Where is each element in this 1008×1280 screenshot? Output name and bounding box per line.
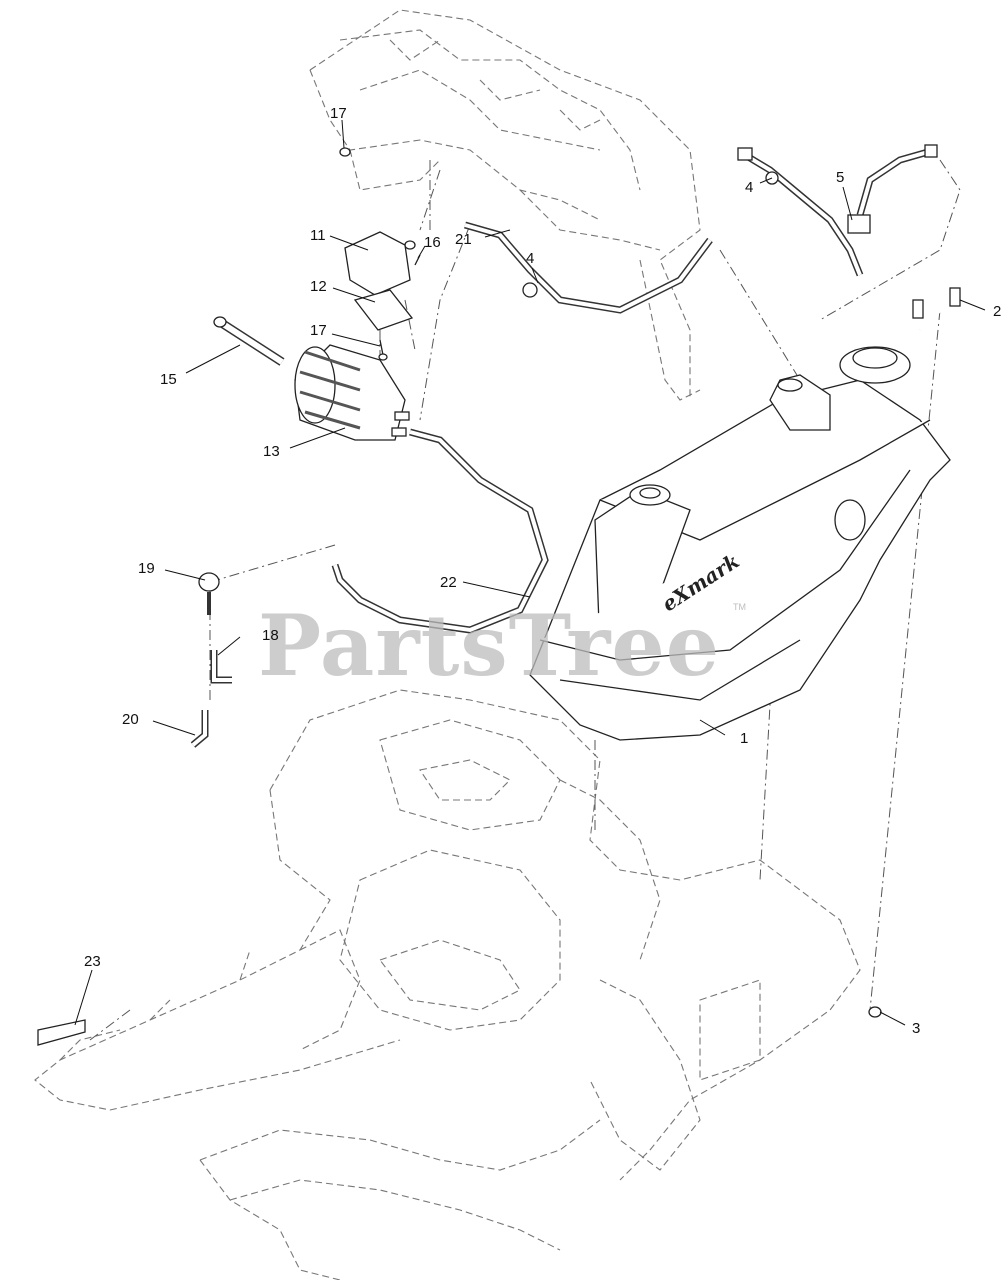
watermark-tm: TM [733, 602, 746, 612]
callout-4-top: 4 [745, 179, 753, 196]
callout-4-mid: 4 [526, 250, 534, 267]
filler-hose[interactable] [912, 254, 961, 331]
callout-11: 11 [310, 227, 326, 244]
upper-frame [309, 9, 701, 401]
callout-17-top: 17 [330, 105, 347, 122]
callout-19: 19 [138, 560, 155, 577]
callout-5: 5 [836, 169, 844, 186]
fittings[interactable] [190, 147, 882, 1018]
leader-lines [74, 119, 986, 1026]
callout-15: 15 [160, 371, 177, 388]
callout-13: 13 [263, 443, 280, 460]
callout-3: 3 [912, 1020, 920, 1037]
callout-23: 23 [84, 953, 101, 970]
callout-20: 20 [122, 711, 139, 728]
callout-1: 1 [740, 730, 748, 747]
pin-15[interactable] [213, 316, 285, 366]
fuel-tank[interactable]: eXmark [529, 346, 951, 741]
charcoal-canister[interactable] [294, 344, 410, 441]
callout-18: 18 [262, 627, 279, 644]
vent-hoses[interactable] [737, 144, 938, 277]
callout-21: 21 [455, 231, 472, 248]
lower-chassis [34, 689, 861, 1280]
callouts: 1 2 3 4 4 5 11 12 13 15 16 17 17 18 19 2… [84, 105, 1001, 1037]
callout-22: 22 [440, 574, 457, 591]
callout-12: 12 [310, 278, 327, 295]
callout-16: 16 [424, 234, 441, 251]
callout-2: 2 [993, 303, 1001, 320]
hose-22[interactable] [331, 428, 549, 634]
hose-21[interactable] [464, 221, 713, 314]
callout-17-mid: 17 [310, 322, 327, 339]
decal-23[interactable] [37, 1019, 86, 1046]
assembly-lines [89, 159, 961, 1041]
watermark: PartsTree [258, 596, 720, 695]
